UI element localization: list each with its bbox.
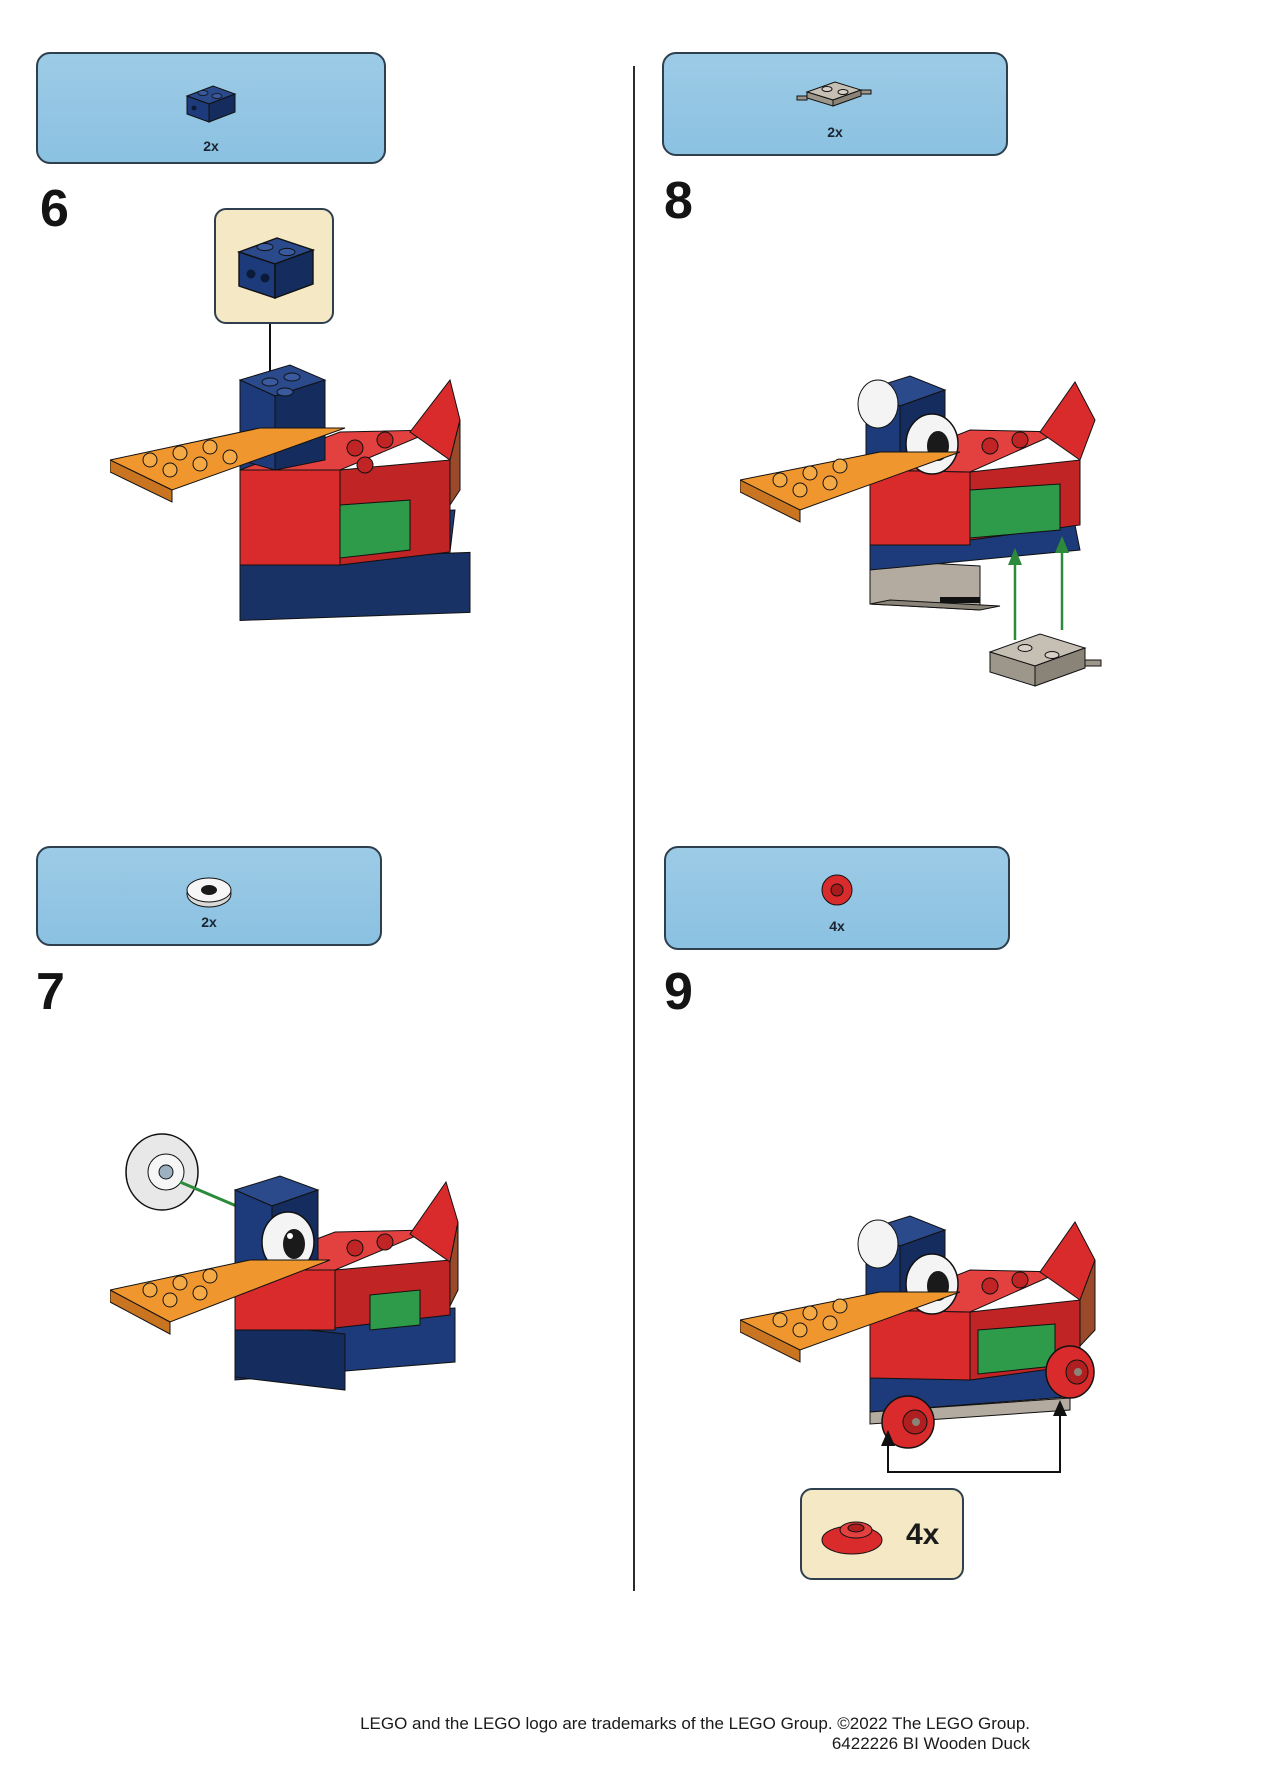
page-divider — [633, 66, 635, 1591]
set-number-line: 6422226 BI Wooden Duck — [831, 1734, 1030, 1753]
step-8-part-qty: 2x — [827, 124, 843, 140]
step-6-duck-illustration — [110, 324, 471, 621]
red-wheel-icon — [821, 1521, 883, 1555]
rear-wheel — [1045, 1345, 1095, 1399]
step-6-number: 6 — [40, 180, 69, 238]
front-wheel — [881, 1395, 935, 1449]
step-9-parts-box: 4x — [664, 846, 1010, 950]
step-6-callout — [214, 208, 334, 324]
blue-brick-1x2-icon — [185, 85, 237, 123]
step-9-callout: 4x — [800, 1488, 964, 1580]
step-9-number: 9 — [664, 963, 693, 1021]
step-9-part-qty: 4x — [829, 918, 845, 934]
step-7-number: 7 — [36, 963, 65, 1021]
step-6-parts-box: 2x — [36, 52, 386, 164]
step-8-number: 8 — [664, 172, 693, 230]
step-8-parts-box: 2x — [662, 52, 1008, 156]
copyright-line: LEGO and the LEGO logo are trademarks of… — [360, 1714, 1030, 1733]
white-eye-tile-icon — [186, 877, 232, 908]
blue-brick-1x2-icon — [236, 237, 316, 300]
step-7-part-qty: 2x — [201, 914, 217, 930]
step-6-part-qty: 2x — [203, 138, 219, 154]
step-9-duck-illustration — [740, 1215, 1096, 1473]
step-9-callout-qty: 4x — [906, 1518, 940, 1551]
red-wheel-icon — [821, 874, 853, 906]
step-8-duck-illustration — [740, 375, 1102, 687]
step-7-duck-illustration — [110, 1133, 459, 1391]
copyright-footer: LEGO and the LEGO logo are trademarks of… — [240, 1714, 1030, 1754]
step-7-parts-box: 2x — [36, 846, 382, 946]
grey-wheel-holder-plate-icon — [796, 81, 872, 107]
